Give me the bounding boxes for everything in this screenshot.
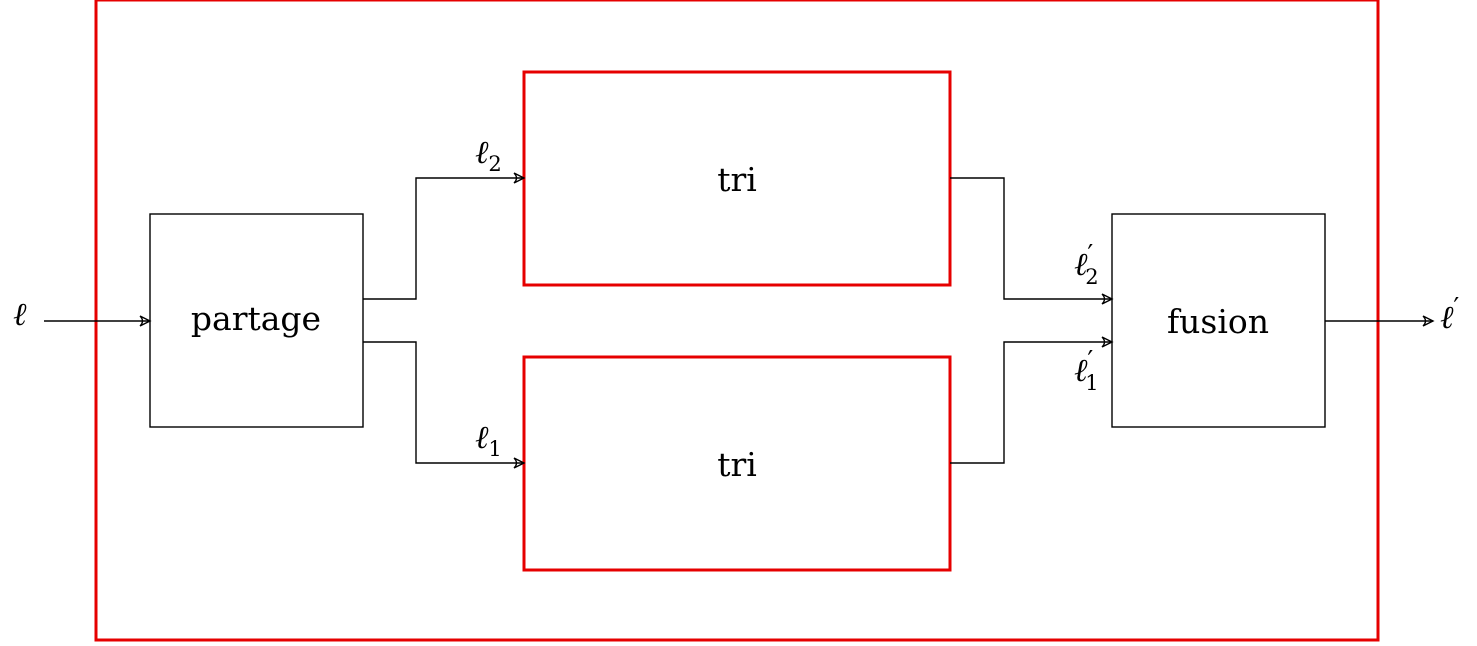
output-list-label: ℓ′: [1440, 293, 1459, 336]
partage-to-tri-bottom: [363, 341, 526, 469]
l2-prime-label: ℓ′2: [1074, 240, 1099, 289]
l2-label: ℓ2: [475, 133, 502, 176]
l1-prime-label: ℓ′1: [1074, 346, 1099, 395]
tri-top-label: tri: [717, 160, 757, 199]
partage-label: partage: [191, 299, 321, 338]
input-list-label: ℓ: [13, 295, 27, 333]
outer-frame: [94, 0, 1380, 642]
l1-label: ℓ1: [475, 418, 502, 461]
fusion-label: fusion: [1167, 302, 1269, 341]
partage-to-tri-top: [363, 172, 526, 300]
tri-bottom-label: tri: [717, 445, 757, 484]
tri-top-to-fusion: [950, 177, 1114, 305]
tri-bottom-to-fusion: [950, 336, 1114, 464]
